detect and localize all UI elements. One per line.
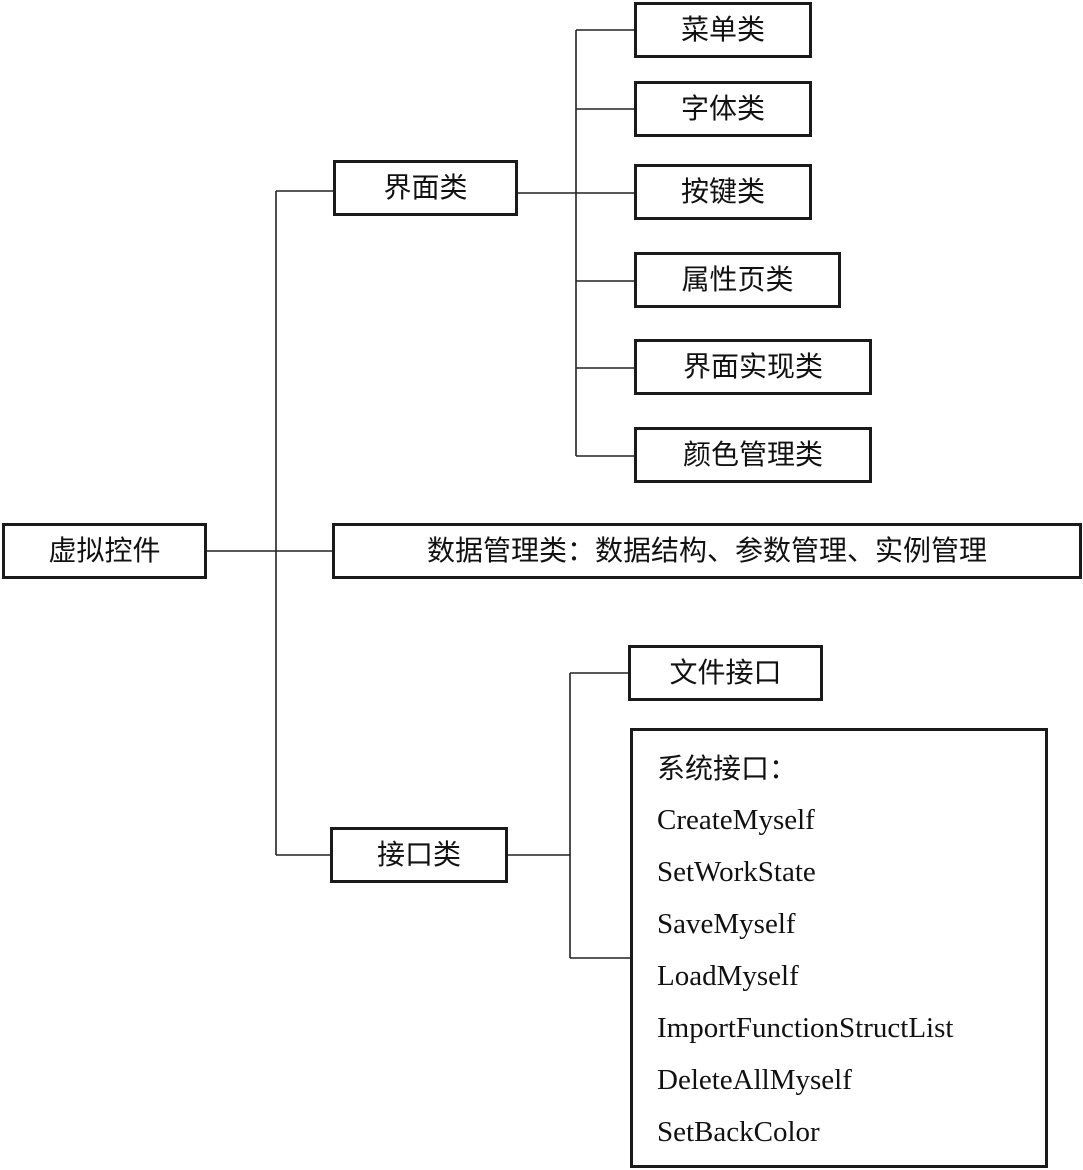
ui-child-label: 颜色管理类 [682, 438, 823, 471]
system-interface-node: 系统接口： CreateMyself SetWorkState SaveMyse… [630, 728, 1048, 1168]
ui-child-label: 属性页类 [681, 263, 794, 296]
system-interface-method: DeleteAllMyself [657, 1064, 852, 1096]
data-group-node: 数据管理类：数据结构、参数管理、实例管理 [332, 523, 1082, 579]
root-label: 虚拟控件 [48, 534, 161, 567]
ui-child-label: 菜单类 [680, 13, 765, 46]
root-node: 虚拟控件 [2, 523, 207, 579]
ui-child-node: 菜单类 [634, 2, 812, 58]
system-interface-method: SetWorkState [657, 856, 816, 888]
data-group-label: 数据管理类：数据结构、参数管理、实例管理 [426, 534, 987, 567]
ui-child-node: 字体类 [634, 81, 812, 137]
ui-child-node: 属性页类 [634, 252, 841, 308]
ui-child-node: 界面实现类 [634, 339, 872, 395]
ui-child-label: 字体类 [680, 92, 765, 125]
file-interface-label: 文件接口 [669, 656, 782, 689]
ui-child-node: 颜色管理类 [634, 427, 872, 483]
system-interface-method: LoadMyself [657, 960, 799, 992]
ui-child-node: 按键类 [634, 164, 812, 220]
interface-group-node: 接口类 [330, 827, 508, 883]
system-interface-method: SetBackColor [657, 1116, 820, 1148]
ui-child-label: 界面实现类 [682, 350, 823, 383]
interface-group-label: 接口类 [376, 838, 461, 871]
system-interface-method: ImportFunctionStructList [657, 1012, 954, 1044]
system-interface-method: SaveMyself [657, 908, 796, 940]
system-interface-title: 系统接口： [657, 752, 798, 785]
file-interface-node: 文件接口 [628, 645, 823, 701]
ui-group-label: 界面类 [383, 171, 468, 204]
ui-child-label: 按键类 [680, 175, 765, 208]
ui-group-node: 界面类 [333, 160, 518, 216]
system-interface-method: CreateMyself [657, 804, 815, 836]
